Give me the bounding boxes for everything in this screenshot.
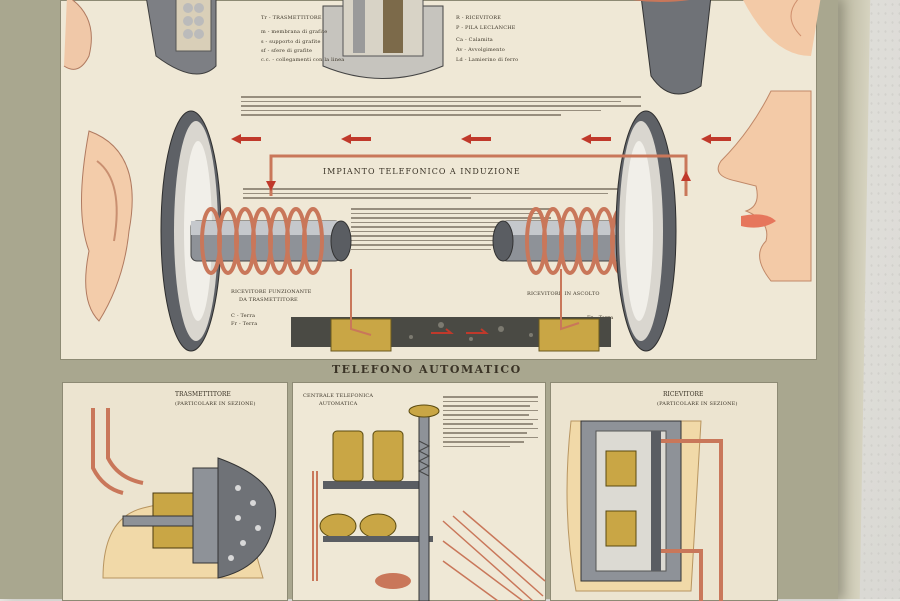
label-pila: P - PILA LECLANCHE <box>456 25 516 31</box>
right-receiver-disc <box>615 110 677 352</box>
mid-panel-paragraph-lines <box>443 393 538 450</box>
induction-column-lines <box>351 205 551 253</box>
label-lamierino: Ld - Lamierino di ferro <box>456 57 519 63</box>
label-sfere: sf - sfere di grafite <box>261 48 313 54</box>
right-panel-title: RICEVITORE <box>663 391 704 398</box>
top-right-receiver-illustration <box>632 0 712 95</box>
mid-panel-title-line2: AUTOMATICA <box>319 401 358 407</box>
induction-paragraph-lines <box>243 185 623 202</box>
top-center-receiver-illustration <box>322 0 444 79</box>
transmitter-section-illustration <box>91 408 277 579</box>
direction-arrows-top <box>231 134 731 144</box>
face-top-right-icon <box>743 0 821 56</box>
connecting-wire <box>266 154 691 196</box>
legend-left-1: C - Terra <box>231 313 256 319</box>
top-paragraph-lines <box>241 93 641 119</box>
left-coil-assembly <box>190 207 352 275</box>
label-supporto: s - supporto di grafite <box>261 39 321 45</box>
face-right-icon <box>717 90 812 282</box>
receiver-detail-panel: RICEVITORE (PARTICOLARE IN SEZIONE) <box>550 382 778 601</box>
label-trasmettitore: Tr - TRASMETTITORE <box>261 15 322 21</box>
right-caption: RICEVITORE IN ASCOLTO <box>527 291 600 297</box>
left-panel-subtitle: (PARTICOLARE IN SEZIONE) <box>175 401 256 407</box>
label-avvolgimento: Av - Avvolgimento <box>456 47 505 53</box>
exchange-detail-panel: CENTRALE TELEFONICA AUTOMATICA <box>292 382 546 601</box>
ear-top-left-icon <box>63 0 92 70</box>
label-ricevitore: R - RICEVITORE <box>456 15 502 21</box>
label-membrana: m - membrana di grafite <box>261 29 328 35</box>
mid-panel-title-line1: CENTRALE TELEFONICA <box>303 393 374 399</box>
left-caption-line2: DA TRASMETTITORE <box>239 297 298 303</box>
transmitter-detail-panel: TRASMETTITORE (PARTICOLARE IN SEZIONE) <box>62 382 288 601</box>
exchange-mechanism-illustration <box>312 404 546 601</box>
left-panel-title: TRASMETTITORE <box>175 391 231 398</box>
top-transmitter-illustration <box>146 0 217 75</box>
induction-title: IMPIANTO TELEFONICO A INDUZIONE <box>323 167 521 176</box>
induction-panel: Tr - TRASMETTITORE m - membrana di grafi… <box>60 0 821 360</box>
receiver-section-illustration <box>566 420 723 601</box>
ear-left-icon <box>81 130 133 322</box>
band-title: TELEFONO AUTOMATICO <box>332 363 522 376</box>
left-caption-line1: RICEVITORE FUNZIONANTE <box>231 289 312 295</box>
ground-strip <box>291 269 611 352</box>
label-collegamenti: c.c. - collegamenti con la linea <box>261 57 345 63</box>
right-coil-assembly <box>492 207 652 275</box>
label-calamita: Ca - Calamita <box>456 37 493 43</box>
right-panel-subtitle: (PARTICOLARE IN SEZIONE) <box>657 401 738 407</box>
legend-left-2: Fr - Terra <box>231 321 258 327</box>
